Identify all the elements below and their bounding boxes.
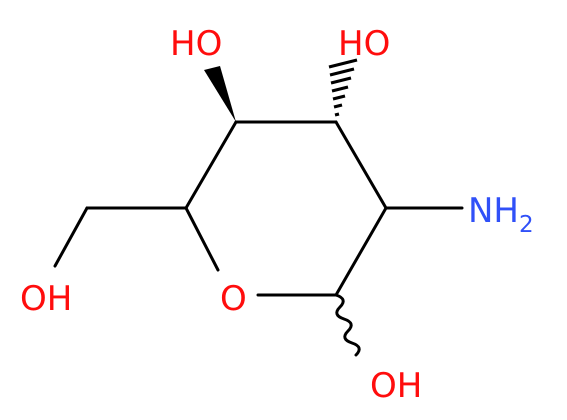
ring-oxygen-label: O xyxy=(220,279,247,319)
bond-c6-oxygen xyxy=(53,206,89,268)
bond-c3-c2 xyxy=(334,120,388,210)
bond-ring-oxygen-c5 xyxy=(184,206,220,272)
oh-label-bottom: OH xyxy=(370,366,422,406)
bonds xyxy=(53,120,464,357)
wedge-bond-c4-oh xyxy=(204,66,236,122)
nh2-label-main: NH xyxy=(468,191,519,231)
bond-c2-c1 xyxy=(334,206,388,297)
bond-c5-c4 xyxy=(184,120,238,210)
oh-label-top-left: HO xyxy=(170,24,222,64)
oh-label-top-right: HO xyxy=(338,24,390,64)
nh2-label-sub: 2 xyxy=(519,212,534,238)
nh2-label: NH2 xyxy=(468,191,534,238)
bond-c1-oh-wavy xyxy=(334,293,361,357)
hash-bond-c3-oh xyxy=(328,58,358,117)
oh-label-left: OH xyxy=(20,279,72,319)
